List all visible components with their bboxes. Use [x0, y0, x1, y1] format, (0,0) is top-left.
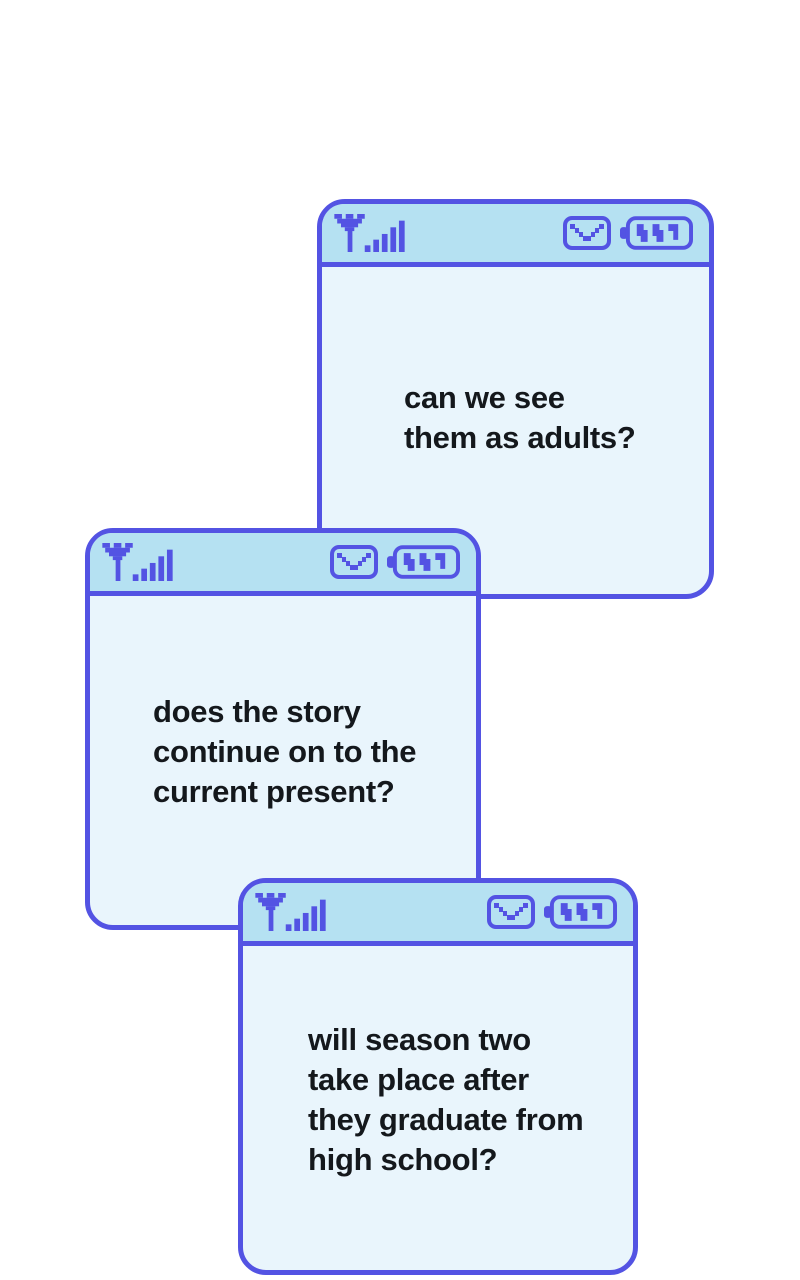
message-text: can we see them as adults? [404, 378, 636, 458]
envelope-icon [487, 895, 535, 929]
status-bar [322, 204, 709, 267]
signal-strength-icon [102, 543, 173, 581]
message-text-line: can we see [404, 380, 565, 415]
battery-icon [387, 545, 460, 579]
message-text-line: high school? [308, 1142, 498, 1177]
message-text-line: will season two [308, 1022, 531, 1057]
signal-strength-icon [255, 893, 326, 931]
message-text-line: current present? [153, 774, 395, 809]
message-text: will season two take place after they gr… [308, 1020, 584, 1180]
message-text-line: they graduate from [308, 1102, 584, 1137]
signal-strength-icon [334, 214, 405, 252]
envelope-icon [330, 545, 378, 579]
message-window-2: does the story continue on to the curren… [85, 528, 481, 930]
message-window-3: will season two take place after they gr… [238, 878, 638, 1275]
message-text-line: them as adults? [404, 420, 636, 455]
battery-icon [620, 216, 693, 250]
envelope-icon [563, 216, 611, 250]
message-text-line: does the story [153, 694, 361, 729]
message-text-line: take place after [308, 1062, 529, 1097]
status-bar [90, 533, 476, 596]
status-bar [243, 883, 633, 946]
battery-icon [544, 895, 617, 929]
message-text: does the story continue on to the curren… [153, 692, 417, 812]
message-text-line: continue on to the [153, 734, 417, 769]
